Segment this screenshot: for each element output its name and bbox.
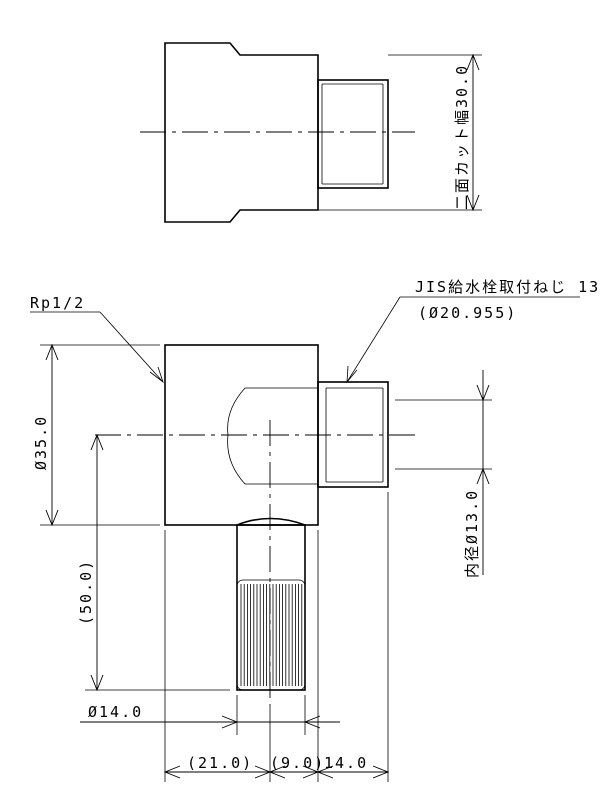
- dim9-label: (9.0): [270, 754, 325, 772]
- len50-arrow-top: [90, 433, 104, 451]
- chain-arrow-1: [163, 765, 181, 779]
- rp-label: Rp1/2: [30, 294, 85, 312]
- stem-neck: [236, 517, 306, 526]
- inner-dia-arrow-bottom: [476, 467, 490, 485]
- dim21-label: (21.0): [187, 754, 253, 772]
- dia35-label: Ø35.0: [32, 415, 50, 470]
- jis-diameter-label: (Ø20.955): [418, 304, 517, 322]
- top-view: 二面カット幅30.0: [140, 42, 482, 223]
- dia35-arrow-top: [45, 343, 59, 361]
- rp-leader: [99, 311, 164, 383]
- top-dim-arrow-up: [466, 53, 480, 71]
- inner-bore: [227, 387, 318, 485]
- jis-leader: [346, 296, 401, 383]
- width-across-flats-label: 二面カット幅30.0: [453, 64, 471, 210]
- chain-arrow-4: [372, 765, 390, 779]
- knurl-lines: [240, 584, 303, 686]
- dia14-arrow-right: [303, 715, 321, 729]
- chain-arrow-3b: [316, 765, 334, 779]
- top-body-outline: [164, 42, 319, 223]
- jis-leader-arrow: [346, 365, 358, 384]
- len50-label: (50.0): [77, 559, 95, 625]
- front-view: Rp1/2 JIS給水栓取付ねじ 13 (Ø20.955) Ø35.0 内径Ø1…: [30, 278, 600, 782]
- dia14-arrow-left: [221, 715, 239, 729]
- top-dim-arrow-down: [466, 194, 480, 212]
- jis-label: JIS給水栓取付ねじ 13: [415, 278, 600, 296]
- len50-arrow-bottom: [90, 674, 104, 692]
- dim14-label: 14.0: [324, 754, 368, 772]
- dia35-arrow-bottom: [45, 509, 59, 527]
- chain-arrow-2b: [268, 765, 286, 779]
- rp-leader-arrow: [149, 366, 164, 384]
- inner-dia-label: 内径Ø13.0: [463, 489, 481, 578]
- knurled-section: [236, 579, 306, 691]
- nipple-outline: [317, 381, 389, 488]
- top-nipple-outline: [317, 79, 389, 189]
- dia14-label: Ø14.0: [88, 703, 143, 721]
- inner-dia-arrow-top: [476, 384, 490, 402]
